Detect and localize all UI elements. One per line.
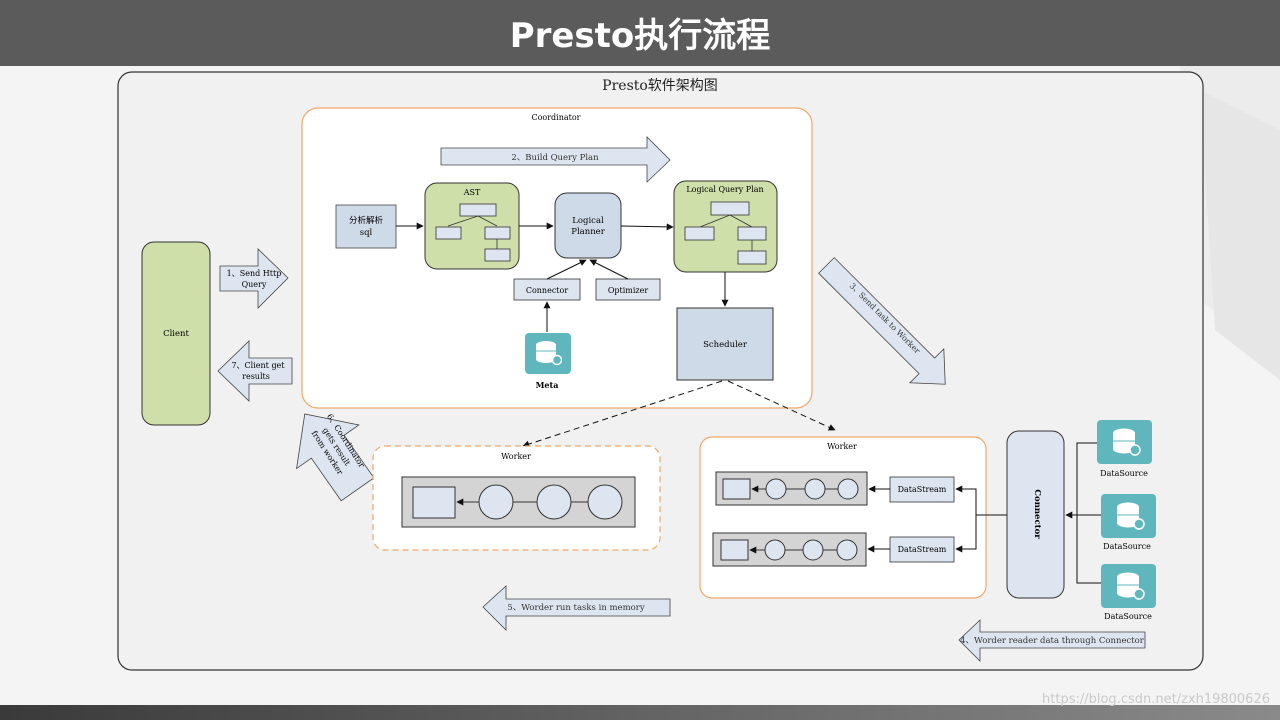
sql-parse-line2: sql bbox=[360, 228, 373, 238]
client-box bbox=[141, 241, 211, 426]
client-label: Client bbox=[163, 329, 189, 339]
step7-label-line1: 7、Client get bbox=[231, 361, 285, 370]
worker-right-label: Worker bbox=[827, 442, 857, 451]
plan-tree-icon bbox=[684, 201, 767, 265]
diagram-title: Presto软件架构图 bbox=[602, 78, 718, 94]
watermark: https://blog.csdn.net/zxh19800626 bbox=[1042, 692, 1270, 707]
step6-arrow bbox=[296, 413, 375, 502]
worker-connector-label: Connector bbox=[1032, 489, 1042, 539]
worker-left-label: Worker bbox=[501, 452, 531, 461]
step4-arrow bbox=[958, 619, 1146, 662]
step7-label-line2: results bbox=[242, 372, 270, 381]
datastream-1-box bbox=[889, 476, 955, 503]
worker-connector-box bbox=[1006, 430, 1065, 599]
scheduler-box bbox=[676, 307, 774, 381]
worker-left-pipeline bbox=[401, 476, 636, 528]
coordinator-label: Coordinator bbox=[531, 113, 580, 122]
step1-arrow bbox=[219, 248, 289, 309]
datasource-3-label: DataSource bbox=[1104, 612, 1152, 621]
step5-arrow bbox=[482, 585, 671, 631]
slide-title: Presto执行流程 bbox=[509, 16, 771, 56]
worker-right-pipeline-2 bbox=[712, 532, 867, 567]
datasource-1-icon bbox=[1097, 420, 1152, 464]
coordinator-connector-label: Connector bbox=[526, 286, 568, 295]
datasource-2-label: DataSource bbox=[1103, 542, 1151, 551]
scheduler-label: Scheduler bbox=[703, 340, 748, 350]
sql-parse-box bbox=[335, 204, 397, 249]
ast-tree-icon bbox=[435, 203, 511, 262]
logical-planner-line1: Logical bbox=[572, 216, 604, 226]
step3-arrow bbox=[818, 257, 946, 385]
step2-label: 2、Build Query Plan bbox=[511, 153, 599, 163]
logical-planner-line2: Planner bbox=[571, 227, 605, 237]
step2-arrow bbox=[440, 136, 671, 183]
datasource-3-icon bbox=[1101, 564, 1156, 608]
step4-label: 4、Worder reader data through Connector bbox=[960, 636, 1145, 646]
datastream-1-label: DataStream bbox=[898, 485, 947, 494]
logical-planner-box bbox=[554, 192, 622, 259]
logical-query-plan-label: Logical Query Plan bbox=[686, 185, 763, 194]
optimizer-label: Optimizer bbox=[608, 286, 649, 295]
title-bar bbox=[0, 0, 1280, 66]
meta-label: Meta bbox=[536, 380, 559, 390]
worker-right-box bbox=[699, 436, 987, 599]
meta-database-icon bbox=[525, 333, 571, 374]
datasource-1-label: DataSource bbox=[1100, 469, 1148, 478]
datastream-2-label: DataStream bbox=[898, 545, 947, 554]
sql-parse-line1: 分析解析 bbox=[349, 215, 384, 226]
step5-label: 5、Worder run tasks in memory bbox=[507, 603, 644, 613]
ast-label: AST bbox=[463, 188, 481, 197]
bottom-bar bbox=[0, 705, 1280, 720]
datasource-2-icon bbox=[1101, 494, 1156, 538]
step7-arrow bbox=[217, 340, 293, 402]
step1-label-line2: Query bbox=[242, 280, 267, 289]
worker-right-pipeline-1 bbox=[715, 471, 868, 506]
step1-label-line1: 1、Send Http bbox=[227, 269, 282, 278]
